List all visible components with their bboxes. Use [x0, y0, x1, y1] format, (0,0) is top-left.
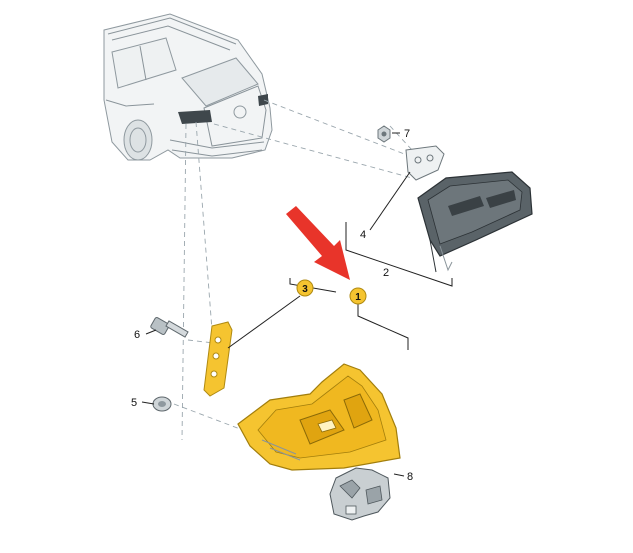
callout-6: 6 — [134, 329, 140, 341]
callout-5: 5 — [131, 397, 137, 409]
part-1-bracket-right — [357, 298, 409, 350]
callout-8: 8 — [407, 471, 413, 483]
callout-labels: 7 4 2 6 5 8 — [131, 128, 413, 483]
part-2-bracket-line — [345, 222, 453, 287]
part-8-mounting-bracket — [329, 467, 391, 521]
part-3-gasket — [203, 321, 233, 397]
part-6-screw — [150, 317, 189, 338]
callout-1: 1 — [355, 292, 361, 303]
part-1-outer-tail-lamp — [237, 363, 401, 471]
part-1-bracket-left — [289, 278, 337, 293]
callout-3: 3 — [302, 284, 308, 295]
part-4-bracket — [405, 145, 445, 181]
callout-badge-1: 1 — [349, 287, 367, 305]
red-arrow-icon — [286, 206, 350, 280]
callout-badge-3: 3 — [296, 279, 314, 297]
part-5-grommet — [152, 396, 172, 412]
part-2-inner-tail-lamp — [417, 171, 533, 273]
vehicle-rear-illustration — [103, 13, 273, 161]
callout-7: 7 — [404, 128, 410, 140]
leader-lines — [141, 132, 411, 477]
part-7-nut — [377, 125, 391, 143]
callout-2: 2 — [383, 267, 389, 279]
callout-4: 4 — [360, 229, 366, 241]
